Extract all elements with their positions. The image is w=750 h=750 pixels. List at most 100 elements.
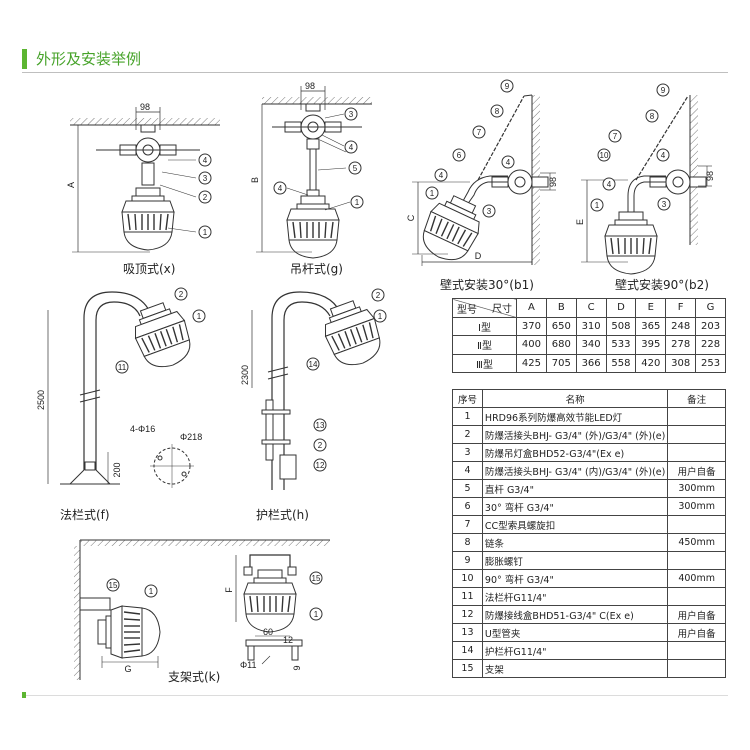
parts-cell-note bbox=[667, 425, 726, 444]
svg-text:2: 2 bbox=[203, 193, 208, 202]
dimension-labels: 98 98 A B C D E F G 98 98 2500 2300 200 … bbox=[36, 81, 715, 674]
svg-text:8: 8 bbox=[650, 112, 655, 121]
header-accent-bar bbox=[22, 49, 27, 69]
parts-cell-note: 用户自备 bbox=[667, 605, 726, 624]
dim-E: E bbox=[575, 219, 585, 225]
size-row: Ⅲ型 425 705 366 558 420 308 253 bbox=[452, 353, 726, 373]
parts-cell-name: 防爆活接头BHJ- G3/4" (内)/G3/4" (外)(e) bbox=[481, 461, 669, 480]
callout-1-flange: 1 bbox=[192, 309, 206, 323]
svg-text:4: 4 bbox=[349, 143, 354, 152]
svg-text:4: 4 bbox=[506, 158, 511, 167]
callout-4-wall90-a: 4 bbox=[656, 148, 670, 162]
dim-12: 12 bbox=[283, 635, 293, 645]
callout-2-guard-b: 2 bbox=[313, 438, 327, 452]
dim-2300: 2300 bbox=[240, 365, 250, 385]
parts-cell-note bbox=[667, 587, 726, 606]
ceiling-mount-drawing bbox=[70, 107, 220, 253]
callout-1-bracket-a: 1 bbox=[144, 584, 158, 598]
svg-text:3: 3 bbox=[203, 174, 208, 183]
section-header: 外形及安装举例 bbox=[22, 47, 728, 73]
svg-text:1: 1 bbox=[197, 312, 202, 321]
svg-text:4: 4 bbox=[203, 156, 208, 165]
svg-text:14: 14 bbox=[309, 360, 318, 369]
callout-13-guard: 13 bbox=[313, 418, 327, 432]
parts-col-no: 序号 bbox=[452, 389, 483, 408]
svg-text:1: 1 bbox=[378, 312, 383, 321]
svg-text:5: 5 bbox=[353, 164, 358, 173]
footer-accent bbox=[22, 692, 26, 698]
parts-cell-note bbox=[667, 641, 726, 660]
svg-text:4: 4 bbox=[607, 180, 612, 189]
svg-text:3: 3 bbox=[487, 207, 492, 216]
parts-cell-no: 9 bbox=[452, 551, 483, 570]
callout-4-ceiling: 4 bbox=[198, 153, 212, 167]
dim-200: 200 bbox=[112, 462, 122, 477]
caption-bracket: 支架式(k) bbox=[168, 670, 221, 684]
parts-cell-no: 12 bbox=[452, 605, 483, 624]
parts-cell-note: 300mm bbox=[667, 479, 726, 498]
parts-cell-no: 4 bbox=[452, 461, 483, 480]
parts-cell-no: 14 bbox=[452, 641, 483, 660]
callout-14-guard: 14 bbox=[306, 357, 320, 371]
parts-cell-note bbox=[667, 515, 726, 534]
callout-1-guard: 1 bbox=[373, 309, 387, 323]
size-col-C: C bbox=[575, 298, 607, 318]
svg-text:2: 2 bbox=[318, 441, 323, 450]
parts-cell-no: 15 bbox=[452, 659, 483, 678]
parts-cell-name: 膨胀螺钉 bbox=[481, 551, 669, 570]
callout-1-ceiling: 1 bbox=[198, 225, 212, 239]
svg-text:1: 1 bbox=[314, 610, 319, 619]
callout-4-pendant-a: 4 bbox=[344, 140, 358, 154]
pendant-mount-drawing bbox=[256, 86, 372, 259]
svg-text:1: 1 bbox=[595, 201, 600, 210]
parts-cell-name: HRD96系列防爆高效节能LED灯 bbox=[481, 407, 669, 426]
callout-8-wall90: 8 bbox=[645, 109, 659, 123]
callout-4-wall90-b: 4 bbox=[602, 177, 616, 191]
callout-1-wall30: 1 bbox=[425, 186, 439, 200]
parts-cell-no: 2 bbox=[452, 425, 483, 444]
callout-3-ceiling: 3 bbox=[198, 171, 212, 185]
size-col-G: G bbox=[695, 298, 726, 318]
callout-3-wall90: 3 bbox=[657, 197, 671, 211]
dim-98-pendant: 98 bbox=[305, 81, 315, 91]
parts-cell-no: 6 bbox=[452, 497, 483, 516]
callout-12-guard: 12 bbox=[313, 458, 327, 472]
caption-wall90: 壁式安装90°(b2) bbox=[615, 278, 709, 292]
caption-ceiling: 吸顶式(x) bbox=[123, 262, 176, 276]
size-col-D: D bbox=[605, 298, 637, 318]
dim-F: F bbox=[224, 587, 234, 593]
callout-15-bracket-b: 15 bbox=[309, 571, 323, 585]
callout-4-pendant-b: 4 bbox=[273, 181, 287, 195]
parts-cell-no: 1 bbox=[452, 407, 483, 426]
callout-7-wall30: 7 bbox=[472, 125, 486, 139]
svg-text:15: 15 bbox=[109, 581, 118, 590]
parts-cell-note: 450mm bbox=[667, 533, 726, 552]
callout-9-wall90: 9 bbox=[656, 83, 670, 97]
guard-rail-mount-drawing bbox=[251, 291, 389, 490]
parts-cell-name: 护栏杆G11/4" bbox=[481, 641, 669, 660]
dim-B: B bbox=[250, 177, 260, 183]
parts-cell-note: 300mm bbox=[667, 497, 726, 516]
svg-text:15: 15 bbox=[312, 574, 321, 583]
size-row: Ⅱ型 400 680 340 533 395 278 228 bbox=[452, 335, 726, 355]
svg-text:11: 11 bbox=[118, 363, 127, 372]
parts-cell-name: 防爆吊灯盒BHD52-G3/4"(Ex e) bbox=[481, 443, 669, 462]
parts-cell-note: 用户自备 bbox=[667, 461, 726, 480]
dim-2500: 2500 bbox=[36, 390, 46, 410]
parts-cell-no: 10 bbox=[452, 569, 483, 588]
callout-11-flange: 11 bbox=[115, 360, 129, 374]
dim-G: G bbox=[124, 664, 131, 674]
size-table-header: 尺寸 型号 A B C D E F G bbox=[452, 298, 726, 318]
svg-text:7: 7 bbox=[477, 128, 482, 137]
callout-3-wall30: 3 bbox=[482, 204, 496, 218]
parts-cell-name: 30° 弯杆 G3/4" bbox=[481, 497, 669, 516]
